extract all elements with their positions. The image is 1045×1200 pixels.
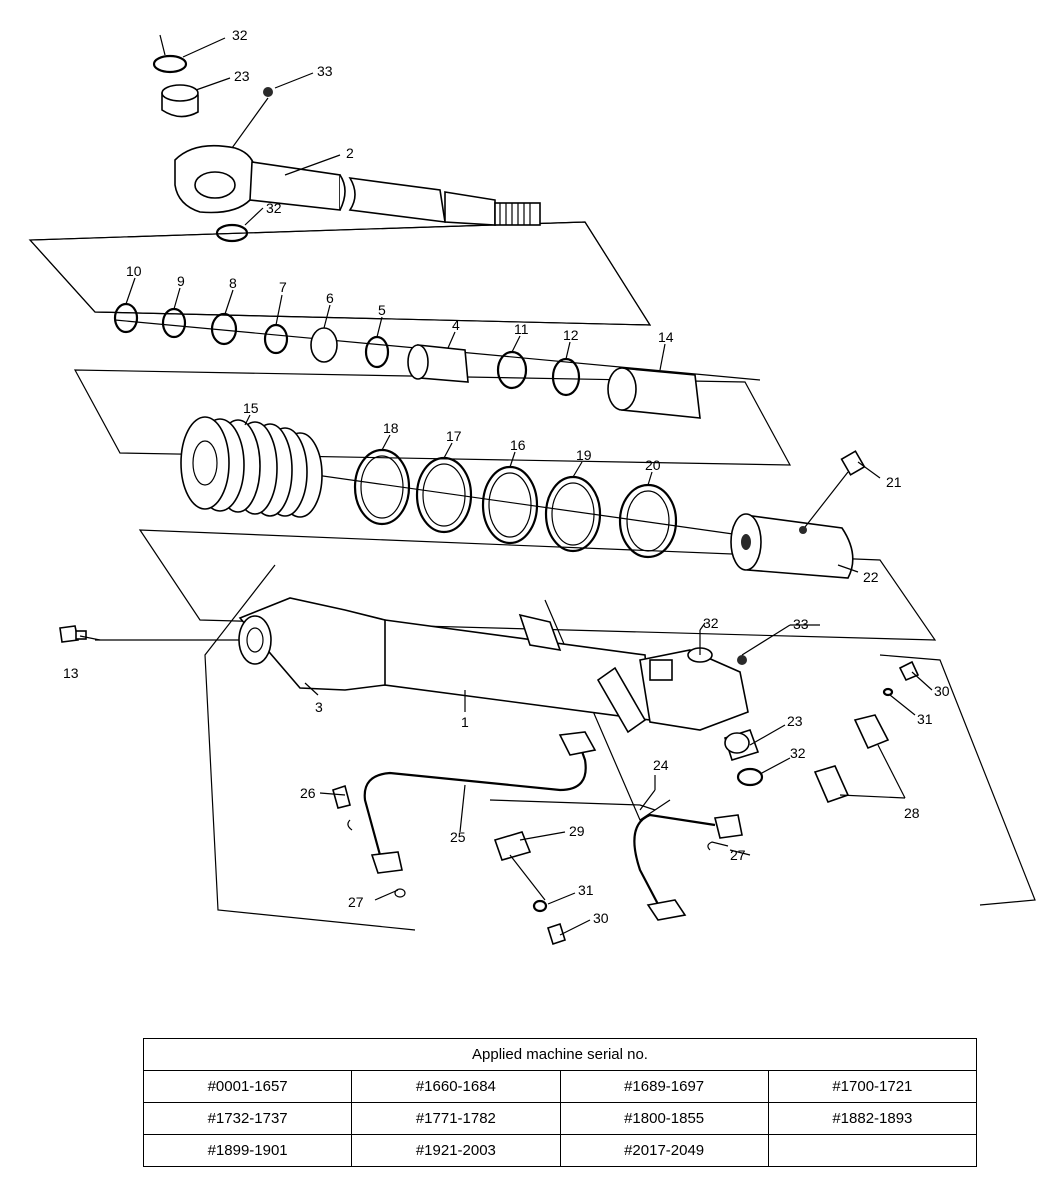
pipe-25 xyxy=(363,739,587,856)
callout-6: 6 xyxy=(326,290,334,306)
callout-16: 16 xyxy=(510,437,526,453)
group-planes xyxy=(28,221,1036,931)
piston-ring-row xyxy=(180,416,866,579)
callout-15: 15 xyxy=(243,400,259,416)
callout-17: 17 xyxy=(446,428,462,444)
callout-4: 4 xyxy=(452,317,460,333)
callout-27-right: 27 xyxy=(730,847,746,863)
serial-cell: #1800-1855 xyxy=(559,1102,769,1135)
table-header-row: Applied machine serial no. xyxy=(143,1038,977,1071)
plane-pipe-group xyxy=(489,799,656,811)
callout-32-right: 32 xyxy=(703,615,719,631)
seal-row xyxy=(113,302,761,419)
callout-11: 11 xyxy=(514,321,529,337)
pipe-24 xyxy=(633,813,716,909)
bolt-30b xyxy=(547,922,566,946)
ring-17 xyxy=(415,456,473,534)
plug-21 xyxy=(840,450,866,476)
callout-20: 20 xyxy=(645,457,661,473)
bracket-28a xyxy=(853,714,890,750)
cylinder-body xyxy=(59,597,791,734)
table-row: #0001-1657 #1660-1684 #1689-1697 #1700-1… xyxy=(142,1070,978,1103)
bolt-26 xyxy=(332,784,351,809)
snap-ring-32d xyxy=(736,767,764,787)
callout-24: 24 xyxy=(653,757,669,773)
piston-15 xyxy=(180,416,323,518)
plane-cylinder-group xyxy=(204,564,416,931)
piston-rod xyxy=(249,161,341,211)
callout-25: 25 xyxy=(450,829,466,845)
callout-31-right: 31 xyxy=(917,711,933,727)
snap-ring-top xyxy=(152,54,188,74)
plane-ring-group xyxy=(73,369,792,466)
bracket-28b xyxy=(813,765,850,804)
bolt-13 xyxy=(59,625,79,643)
serial-cell: #1771-1782 xyxy=(351,1102,561,1135)
callout-13: 13 xyxy=(63,665,79,681)
serial-cell: #1689-1697 xyxy=(559,1070,769,1103)
callout-23-lower: 23 xyxy=(787,713,803,729)
callout-23-top: 23 xyxy=(234,68,250,84)
table-header: Applied machine serial no. xyxy=(143,1038,977,1071)
callout-19: 19 xyxy=(576,447,592,463)
cylinder-tube-22 xyxy=(744,514,854,579)
callout-9: 9 xyxy=(177,273,185,289)
plane-piston-group xyxy=(138,529,937,641)
serial-cell: #0001-1657 xyxy=(142,1070,353,1103)
serial-cell xyxy=(767,1134,978,1167)
table-row: #1899-1901 #1921-2003 #2017-2049 xyxy=(142,1134,978,1167)
callout-28: 28 xyxy=(904,805,920,821)
mount-plate xyxy=(596,666,647,734)
snap-ring-lower xyxy=(215,223,249,243)
callout-1: 1 xyxy=(461,714,469,730)
callout-5: 5 xyxy=(378,302,386,318)
ring-20 xyxy=(618,483,678,559)
callout-30-lower: 30 xyxy=(593,910,609,926)
serial-number-table: Applied machine serial no. #0001-1657 #1… xyxy=(142,1038,978,1167)
callout-32-lower: 32 xyxy=(790,745,806,761)
pipe-assembly xyxy=(332,731,743,946)
callout-10: 10 xyxy=(126,263,142,279)
callout-labels: 32 23 33 2 32 10 9 8 7 6 5 4 11 12 14 15… xyxy=(63,27,950,926)
callout-2: 2 xyxy=(346,145,354,161)
serial-cell: #2017-2049 xyxy=(559,1134,769,1167)
right-parts xyxy=(723,660,920,804)
callout-8: 8 xyxy=(229,275,237,291)
rod-assembly xyxy=(152,34,541,243)
serial-cell: #1882-1893 xyxy=(767,1102,978,1135)
callout-14: 14 xyxy=(658,329,674,345)
callout-32-top: 32 xyxy=(232,27,248,43)
callout-22: 22 xyxy=(863,569,879,585)
callout-30-right: 30 xyxy=(934,683,950,699)
serial-cell: #1700-1721 xyxy=(767,1070,978,1103)
clamp-29 xyxy=(493,831,532,861)
callout-31-lower: 31 xyxy=(578,882,594,898)
callout-27-left: 27 xyxy=(348,894,364,910)
leader-lines xyxy=(79,37,933,936)
serial-cell: #1732-1737 xyxy=(142,1102,353,1135)
callout-18: 18 xyxy=(383,420,399,436)
callout-26: 26 xyxy=(300,785,316,801)
serial-cell: #1899-1901 xyxy=(142,1134,353,1167)
callout-21: 21 xyxy=(886,474,902,490)
exploded-parts-diagram: 32 23 33 2 32 10 9 8 7 6 5 4 11 12 14 15… xyxy=(28,27,1036,946)
callout-33-top: 33 xyxy=(317,63,333,79)
serial-cell: #1921-2003 xyxy=(351,1134,561,1167)
callout-32-mid: 32 xyxy=(266,200,282,216)
callout-29: 29 xyxy=(569,823,585,839)
callout-33-right: 33 xyxy=(793,616,809,632)
grease-fitting-top xyxy=(263,87,273,97)
serial-cell: #1660-1684 xyxy=(351,1070,561,1103)
table-row: #1732-1737 #1771-1782 #1800-1855 #1882-1… xyxy=(142,1102,978,1135)
callout-12: 12 xyxy=(563,327,579,343)
plane-bushing-group xyxy=(28,221,652,326)
bolt-30a xyxy=(898,660,920,682)
callout-3: 3 xyxy=(315,699,323,715)
callout-7: 7 xyxy=(279,279,287,295)
plane-bracket-group xyxy=(879,654,1036,906)
